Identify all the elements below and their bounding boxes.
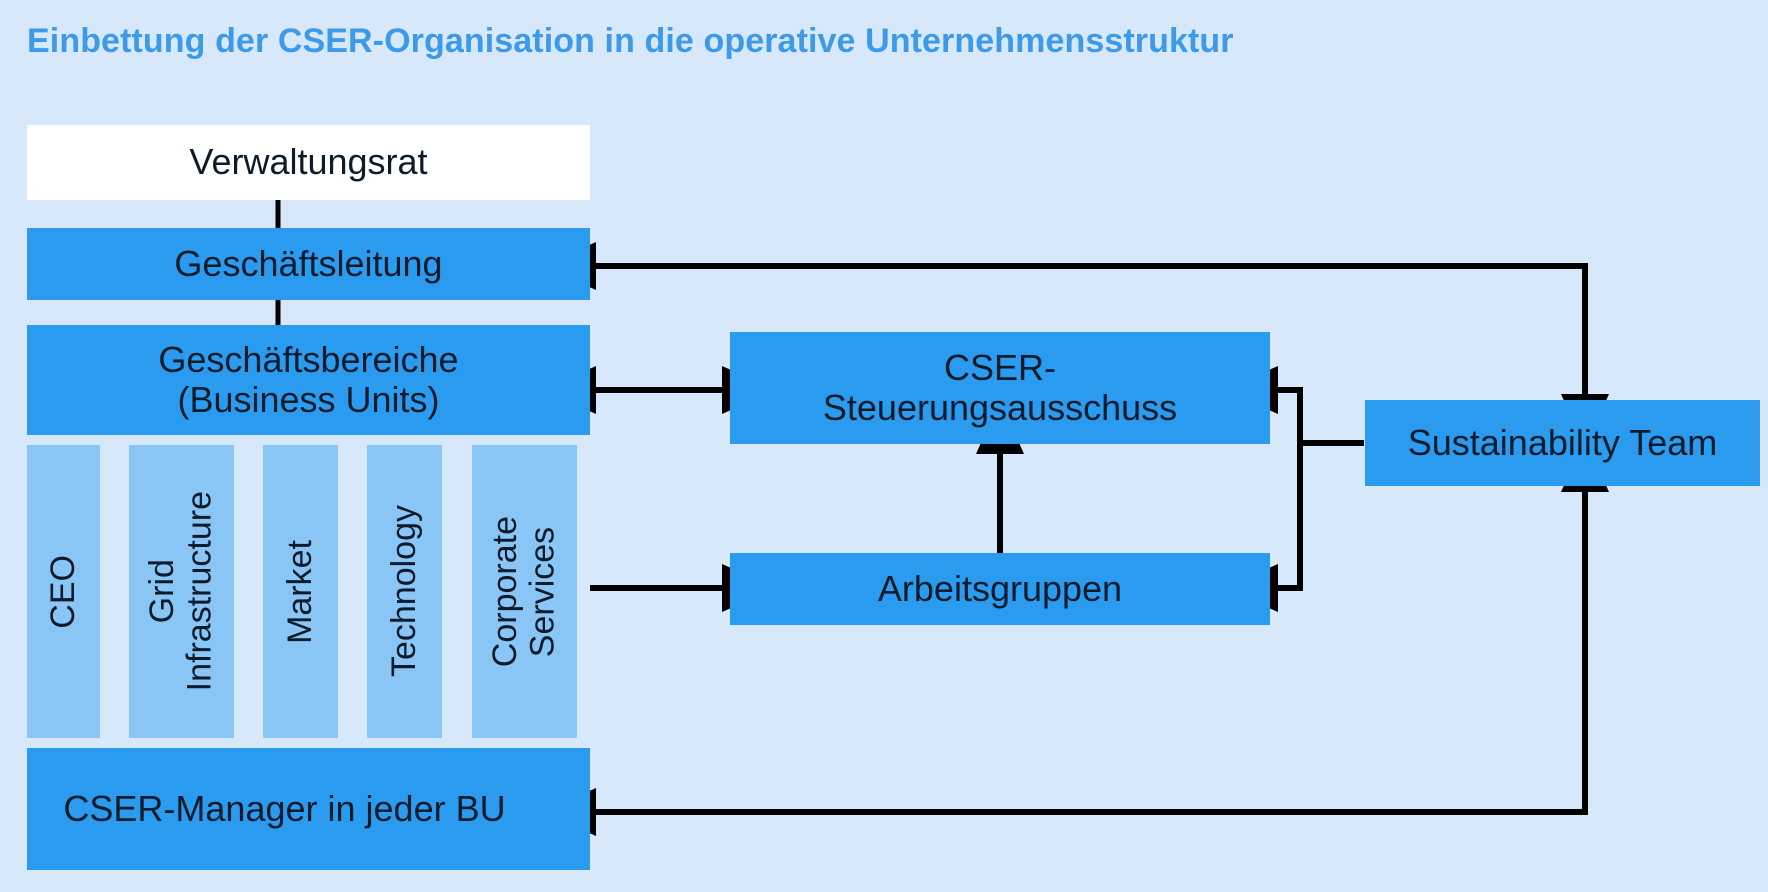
box-cser-steuerungsausschuss[interactable]: CSER- Steuerungsausschuss	[730, 332, 1270, 444]
box-arbeitsgruppen[interactable]: Arbeitsgruppen	[730, 553, 1270, 625]
bu-label-corporate-services: Corporate Services	[486, 515, 562, 668]
bu-column-corporate-services[interactable]: Corporate Services	[472, 445, 577, 738]
bu-label-ceo: CEO	[43, 554, 82, 629]
bu-column-technology[interactable]: Technology	[367, 445, 442, 738]
bu-column-market[interactable]: Market	[263, 445, 338, 738]
edge-csermanager-sustainability	[542, 488, 1588, 836]
box-geschaeftsleitung[interactable]: Geschäftsleitung	[27, 228, 590, 300]
page-title: Einbettung der CSER-Organisation in die …	[27, 22, 1234, 60]
box-verwaltungsrat[interactable]: Verwaltungsrat	[27, 125, 590, 200]
box-geschaeftsbereiche[interactable]: Geschäftsbereiche (Business Units)	[27, 325, 590, 435]
edge-sustainability-arbeitsgruppen	[1224, 440, 1364, 612]
bu-label-grid-infrastructure: Grid Infrastructure	[143, 491, 219, 692]
edge-sustainability-steuerungsausschuss	[1224, 366, 1364, 446]
box-cser-manager[interactable]: CSER-Manager in jeder BU	[27, 748, 590, 870]
box-sustainability-team[interactable]: Sustainability Team	[1365, 400, 1760, 486]
bu-column-grid-infrastructure[interactable]: Grid Infrastructure	[129, 445, 234, 738]
bu-label-market: Market	[280, 539, 319, 644]
bu-label-technology: Technology	[384, 505, 423, 678]
bu-column-ceo[interactable]: CEO	[27, 445, 100, 738]
